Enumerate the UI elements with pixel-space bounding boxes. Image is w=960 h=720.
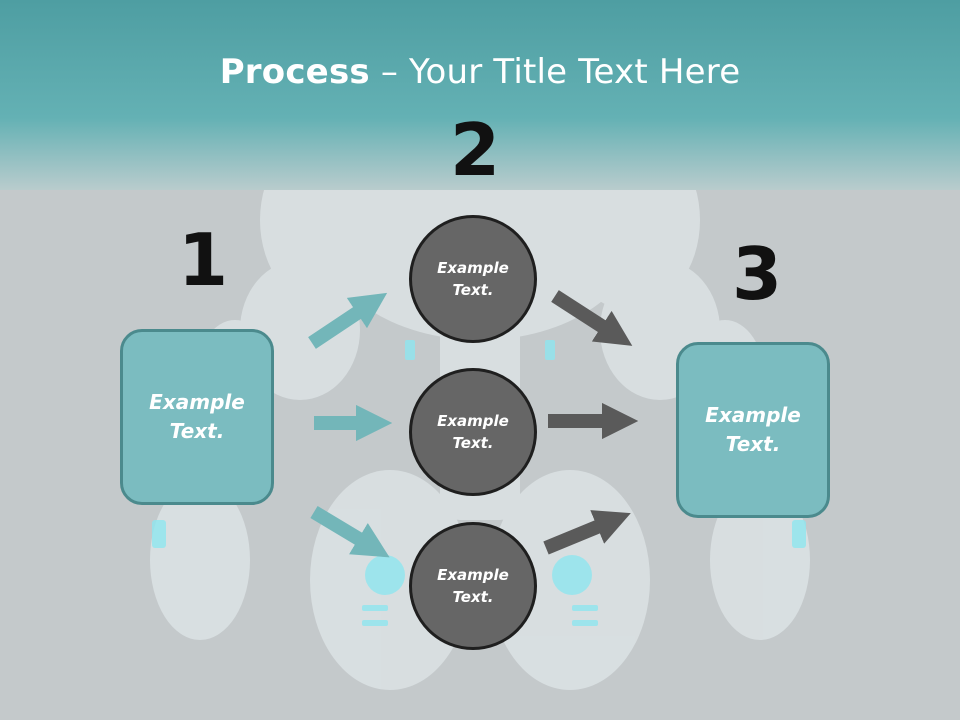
arrow-left-to-bottom — [310, 505, 390, 558]
arrow-bottom-to-right — [543, 510, 631, 555]
step-number-3: 3 — [732, 232, 783, 316]
arrow-left-to-top — [308, 292, 388, 349]
step-number-2: 2 — [450, 108, 501, 192]
slide-title: Process – Your Title Text Here — [0, 52, 960, 92]
step-number-1: 1 — [178, 218, 229, 302]
title-rest: – Your Title Text Here — [369, 52, 741, 92]
left-box-label: Example Text. — [149, 390, 245, 443]
circle-middle: Example Text. — [409, 368, 537, 496]
circle-bottom-label: Example Text. — [437, 565, 509, 607]
circle-bottom: Example Text. — [409, 522, 537, 650]
circle-top-label: Example Text. — [437, 258, 509, 300]
right-box-label: Example Text. — [705, 403, 801, 456]
right-text-box: Example Text. — [676, 342, 830, 518]
circle-top: Example Text. — [409, 215, 537, 343]
left-text-box: Example Text. — [120, 329, 274, 505]
title-bold: Process — [219, 52, 370, 92]
arrow-top-to-right — [551, 290, 633, 346]
header-band — [0, 0, 960, 190]
circle-middle-label: Example Text. — [437, 411, 509, 453]
